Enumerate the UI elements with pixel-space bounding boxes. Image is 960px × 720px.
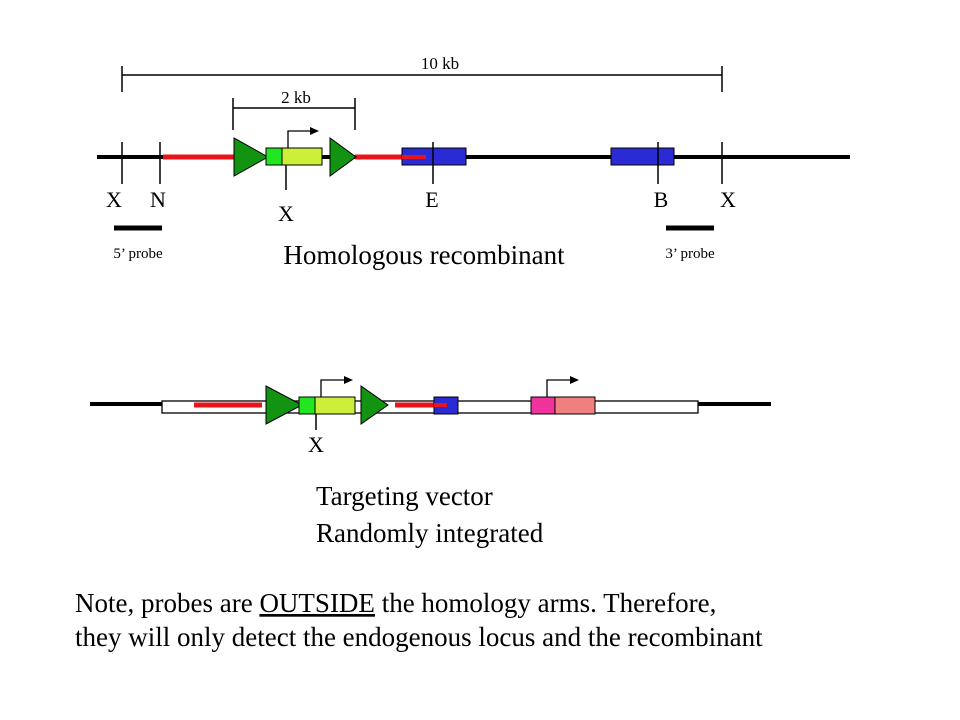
recombinant-locus: X N X E B X 5’ probe 3’ probe Homologous… [97,127,850,270]
promoter-box [265,147,283,166]
site-label-x-right: X [720,187,736,212]
vector-arrowhead [344,376,353,384]
site-label-x-left: X [106,187,122,212]
site-label-n: N [150,187,166,212]
negative-selection-gene-box [554,396,596,415]
vector-selection-gene-box [314,396,356,415]
recombinant-title: Homologous recombinant [283,240,565,270]
scale-bar-2kb: 2 kb [232,88,356,130]
random-title-line2: Randomly integrated [316,518,544,548]
note-line1: Note, probes are OUTSIDE the homology ar… [75,588,716,618]
vector-lox-site-right [360,385,389,425]
negative-selection-arrow [546,379,572,397]
vector-transcription-arrow [320,379,346,397]
selection-gene-box [281,147,323,166]
lox-site-left [233,137,270,177]
note-line2: they will only detect the endogenous loc… [75,622,763,652]
scale-label-10kb: 10 kb [421,54,459,73]
note-emphasis: OUTSIDE [259,588,375,618]
random-title-line1: Targeting vector [316,481,493,511]
note: Note, probes are OUTSIDE the homology ar… [75,588,763,652]
site-label-x-middle: X [278,201,294,226]
note-suffix: the homology arms. Therefore, [375,588,716,618]
negative-selection-promoter-box [530,396,556,415]
vector-lox-site-left [265,385,304,425]
transcription-arrow [287,130,312,148]
arrowhead [310,127,319,135]
random-integration-locus: X Targeting vector Randomly integrated [90,376,771,548]
site-label-b: B [654,187,669,212]
note-prefix: Note, probes are [75,588,259,618]
scale-bar-10kb: 10 kb [121,54,723,92]
site-label-e: E [425,187,438,212]
probe-3-label: 3’ probe [665,246,715,262]
probe-5-label: 5’ probe [113,246,163,262]
exon-2 [610,147,675,166]
lox-site-right [329,137,357,177]
vector-site-label-x: X [308,432,324,457]
scale-label-2kb: 2 kb [281,88,311,107]
negative-selection-arrowhead [570,376,579,384]
vector-promoter-box [298,396,316,415]
